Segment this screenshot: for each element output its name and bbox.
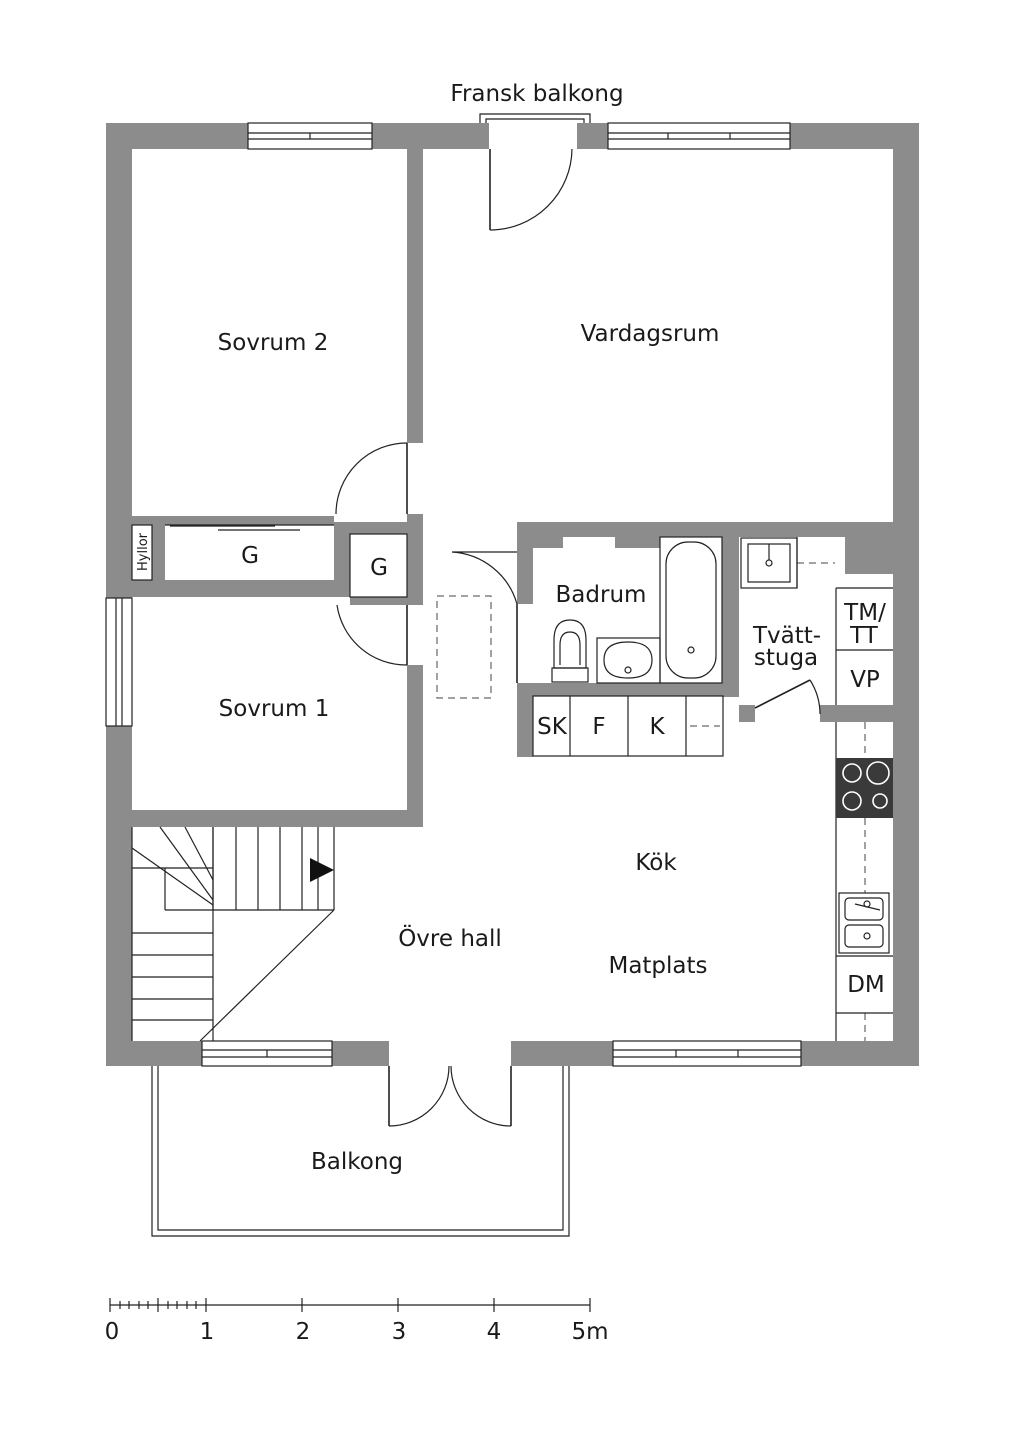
label-sovrum1: Sovrum 1	[219, 696, 330, 722]
door-openings	[389, 123, 577, 1066]
laundry-fixtures	[740, 537, 893, 705]
wardrobes	[131, 524, 408, 598]
room-labels: Fransk balkong Sovrum 2 Vardagsrum Sovru…	[218, 81, 821, 1175]
kitchen-counter	[835, 722, 893, 1041]
fixture-labels: Hyllor G G SK F K TM/ TT VP DM	[136, 532, 886, 998]
door-sovrum1	[336, 604, 408, 666]
scale-label-2: 2	[296, 1319, 311, 1345]
scale-label-1: 1	[200, 1319, 215, 1345]
label-garderob-1: G	[241, 543, 259, 569]
label-matplats: Matplats	[608, 953, 707, 979]
scale-label-4: 4	[487, 1319, 502, 1345]
hatch-outline	[436, 595, 492, 699]
label-tvattstuga-1: Tvätt-	[752, 623, 821, 649]
door-sovrum2	[335, 442, 408, 515]
door-tvattstuga	[754, 679, 821, 715]
label-balkong: Balkong	[311, 1149, 403, 1175]
kitchen-sink-icon	[838, 892, 890, 954]
door-balkong	[388, 1065, 512, 1127]
bathroom-fixtures	[551, 536, 723, 684]
scale-bar: 0 1 2 3 4 5m	[105, 1298, 609, 1345]
label-k: K	[649, 714, 665, 740]
french-balcony-rail	[479, 113, 591, 123]
label-dm: DM	[847, 972, 885, 998]
label-sk: SK	[537, 714, 568, 740]
window-kok	[612, 1040, 802, 1067]
window-sovrum1	[105, 597, 133, 727]
stove-icon	[836, 758, 893, 818]
label-tm: TM/	[843, 600, 886, 626]
stairs	[131, 826, 335, 1042]
doors[interactable]	[335, 148, 821, 1127]
scale-label-3: 3	[392, 1319, 407, 1345]
cabinets	[532, 695, 724, 757]
label-kok: Kök	[635, 850, 677, 876]
label-ovre-hall: Övre hall	[398, 924, 502, 952]
scale-label-0: 0	[105, 1319, 120, 1345]
door-fransk-balkong	[489, 148, 573, 231]
label-f: F	[592, 714, 605, 740]
window-hall	[201, 1040, 333, 1067]
window-vardagsrum	[607, 122, 791, 150]
door-badrum	[451, 551, 518, 683]
scale-label-5: 5m	[571, 1319, 608, 1345]
windows	[105, 122, 802, 1067]
window-sovrum2	[247, 122, 373, 150]
label-tvattstuga-2: stuga	[754, 645, 818, 671]
label-garderob-2: G	[370, 555, 388, 581]
stair-arrow-icon	[310, 858, 334, 882]
label-tt: TT	[849, 623, 879, 649]
label-fransk-balkong: Fransk balkong	[450, 81, 623, 107]
label-vardagsrum: Vardagsrum	[581, 321, 720, 347]
balcony-outline	[151, 1066, 570, 1237]
label-hyllor: Hyllor	[136, 532, 151, 571]
interior-walls	[132, 148, 893, 827]
label-sovrum2: Sovrum 2	[218, 330, 329, 356]
label-vp: VP	[850, 667, 880, 693]
label-badrum: Badrum	[556, 582, 647, 608]
